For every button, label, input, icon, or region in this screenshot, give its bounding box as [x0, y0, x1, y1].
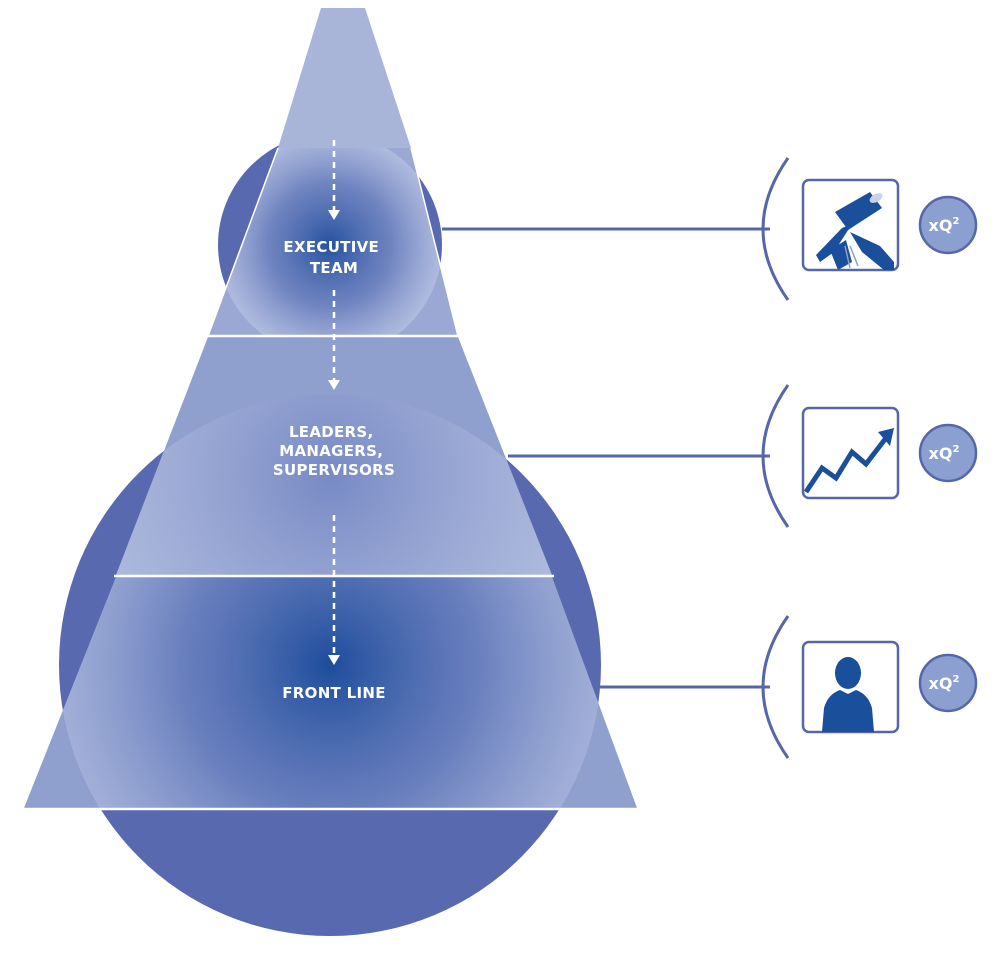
pyramid-apex-fill — [278, 8, 411, 148]
leaders-glow — [116, 394, 552, 575]
growth-chart-icon — [803, 428, 894, 494]
icon-box-leaders — [801, 406, 900, 500]
tier-label-frontline: FRONT LINE — [282, 684, 386, 702]
apex-edge-left — [207, 147, 279, 337]
tier-label-leaders: LEADERS, MANAGERS, SUPERVISORS — [273, 423, 395, 479]
badge-executive: xQ2 — [918, 195, 978, 255]
svg-text:xQ2: xQ2 — [929, 444, 960, 463]
apex-edge-right — [410, 147, 459, 337]
bracket-frontline — [761, 615, 790, 759]
telescope-icon — [816, 192, 894, 270]
icon-box-executive — [801, 178, 900, 272]
svg-text:xQ2: xQ2 — [929, 674, 960, 693]
svg-text:xQ2: xQ2 — [929, 216, 960, 235]
icon-box-frontline — [801, 640, 900, 734]
cascade-arrowheads — [328, 210, 340, 665]
bracket-executive — [761, 157, 790, 301]
tier-label-executive: EXECUTIVE TEAM — [283, 238, 384, 277]
badge-leaders: xQ2 — [918, 423, 978, 483]
badge-frontline: xQ2 — [918, 653, 978, 713]
person-silhouette-icon — [822, 657, 874, 732]
executive-glow — [218, 148, 442, 335]
bracket-leaders — [761, 384, 790, 528]
frontline-glow — [59, 577, 601, 808]
